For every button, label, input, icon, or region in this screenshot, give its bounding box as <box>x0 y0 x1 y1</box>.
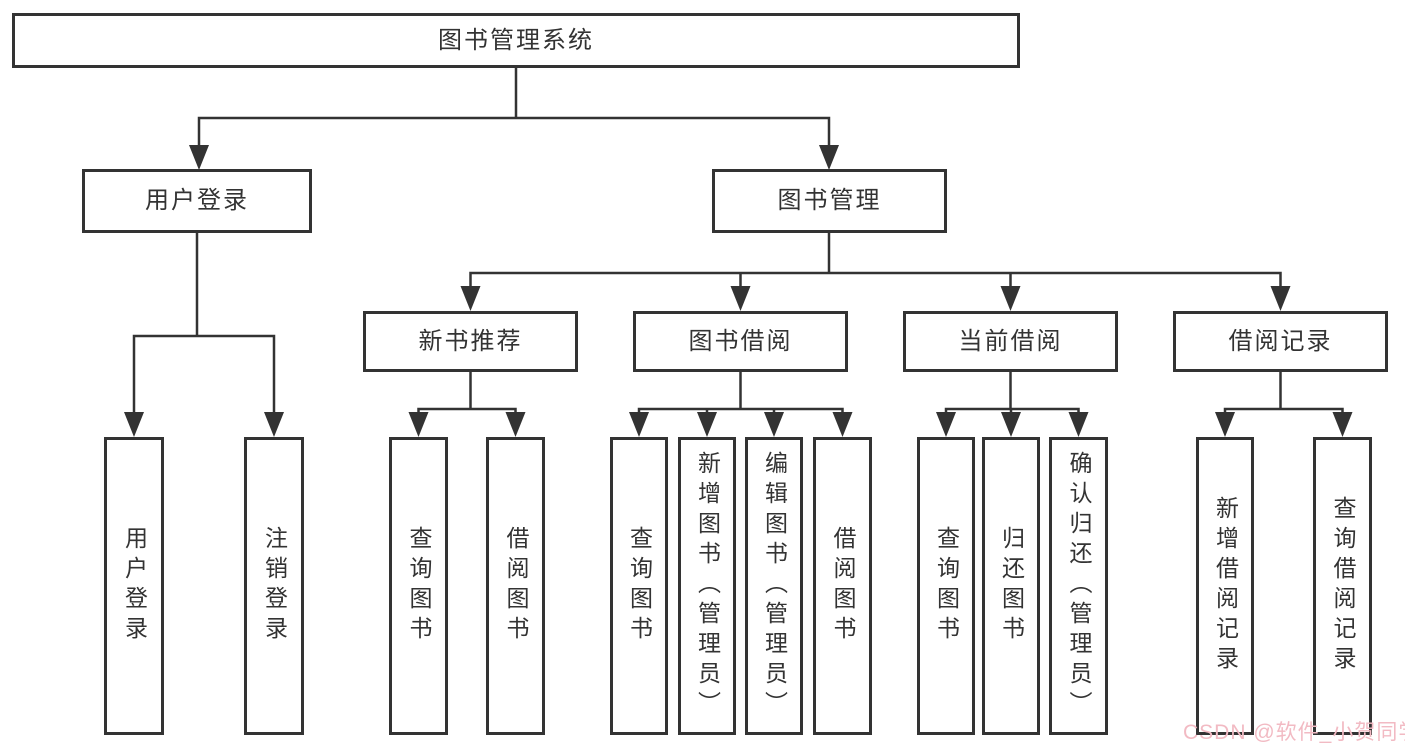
csdn-watermark: CSDN @软件_小贺同学 <box>1183 721 1405 744</box>
arrow-bb-query <box>629 412 649 437</box>
node-rec-borrow-book: 借阅图书 <box>486 437 545 735</box>
edge-borrow-split <box>637 407 844 419</box>
node-rec-query-book: 查询图书 <box>389 437 448 735</box>
node-bb-borrow-book: 借阅图书 <box>813 437 872 735</box>
node-bb-edit-book: 编辑图书（管理员） <box>745 437 803 735</box>
node-br-query-record-label: 查询借阅记录 <box>1330 496 1356 676</box>
node-cb-return-book-label: 归还图书 <box>998 526 1025 646</box>
arrow-new-book-rec <box>460 286 481 311</box>
arrow-br-query <box>1332 412 1353 437</box>
node-user-login: 用户登录 <box>82 169 312 233</box>
node-book-mgmt: 图书管理 <box>712 169 947 233</box>
arrow-book-borrow <box>730 286 751 311</box>
edge-book-mgmt-split <box>469 271 1282 292</box>
node-br-query-record: 查询借阅记录 <box>1313 437 1372 735</box>
node-new-book-rec-label: 新书推荐 <box>418 327 523 355</box>
arrow-cb-return <box>1001 412 1021 437</box>
edge-root-split <box>197 116 831 152</box>
arrow-current-borrow <box>1000 286 1021 311</box>
node-book-mgmt-label: 图书管理 <box>777 187 882 214</box>
node-br-add-record: 新增借阅记录 <box>1196 437 1254 735</box>
edge-record-split <box>1223 407 1344 419</box>
node-cb-query-book-label: 查询图书 <box>933 526 960 646</box>
node-bb-add-book: 新增图书（管理员） <box>678 437 736 735</box>
node-br-add-record-label: 新增借阅记录 <box>1212 496 1239 676</box>
node-book-borrow: 图书借阅 <box>633 311 848 372</box>
node-rec-borrow-book-label: 借阅图书 <box>503 526 529 646</box>
arrow-leaf-user-login <box>124 412 144 437</box>
arrow-leaf-logout <box>264 412 284 437</box>
arrow-user-login <box>189 145 209 170</box>
node-leaf-user-login-label: 用户登录 <box>121 526 148 646</box>
arrow-book-mgmt <box>819 145 839 170</box>
arrowheads <box>124 145 1353 437</box>
node-current-borrow: 当前借阅 <box>903 311 1118 372</box>
node-cb-query-book: 查询图书 <box>917 437 975 735</box>
node-root: 图书管理系统 <box>12 13 1020 68</box>
node-cb-confirm-return-label: 确认归还（管理员） <box>1066 451 1092 721</box>
arrow-bb-add <box>697 412 717 437</box>
node-user-login-label: 用户登录 <box>145 187 249 214</box>
node-book-borrow-label: 图书借阅 <box>688 327 793 355</box>
edge-rec-split <box>417 407 517 419</box>
node-bb-borrow-book-label: 借阅图书 <box>830 526 856 646</box>
node-bb-query-book: 查询图书 <box>610 437 668 735</box>
arrow-cb-confirm <box>1068 412 1089 437</box>
edge-user-login-split <box>132 334 276 419</box>
arrow-rec-borrow <box>505 412 526 437</box>
node-bb-add-book-label: 新增图书（管理员） <box>694 451 721 721</box>
node-bb-query-book-label: 查询图书 <box>626 526 653 646</box>
node-bb-edit-book-label: 编辑图书（管理员） <box>761 451 788 721</box>
node-cb-return-book: 归还图书 <box>982 437 1040 735</box>
node-borrow-record-label: 借阅记录 <box>1228 327 1333 355</box>
node-leaf-logout-label: 注销登录 <box>261 526 288 646</box>
arrow-cb-query <box>936 412 956 437</box>
node-rec-query-book-label: 查询图书 <box>406 526 432 646</box>
node-current-borrow-label: 当前借阅 <box>958 327 1063 355</box>
node-cb-confirm-return: 确认归还（管理员） <box>1049 437 1108 735</box>
arrow-borrow-record <box>1270 286 1291 311</box>
node-leaf-user-login: 用户登录 <box>104 437 164 735</box>
arrow-rec-query <box>408 412 429 437</box>
node-root-label: 图书管理系统 <box>438 26 594 54</box>
arrow-br-add <box>1215 412 1235 437</box>
node-leaf-logout: 注销登录 <box>244 437 304 735</box>
arrow-bb-borrow <box>832 412 853 437</box>
arrow-bb-edit <box>764 412 784 437</box>
node-borrow-record: 借阅记录 <box>1173 311 1388 372</box>
node-new-book-rec: 新书推荐 <box>363 311 578 372</box>
